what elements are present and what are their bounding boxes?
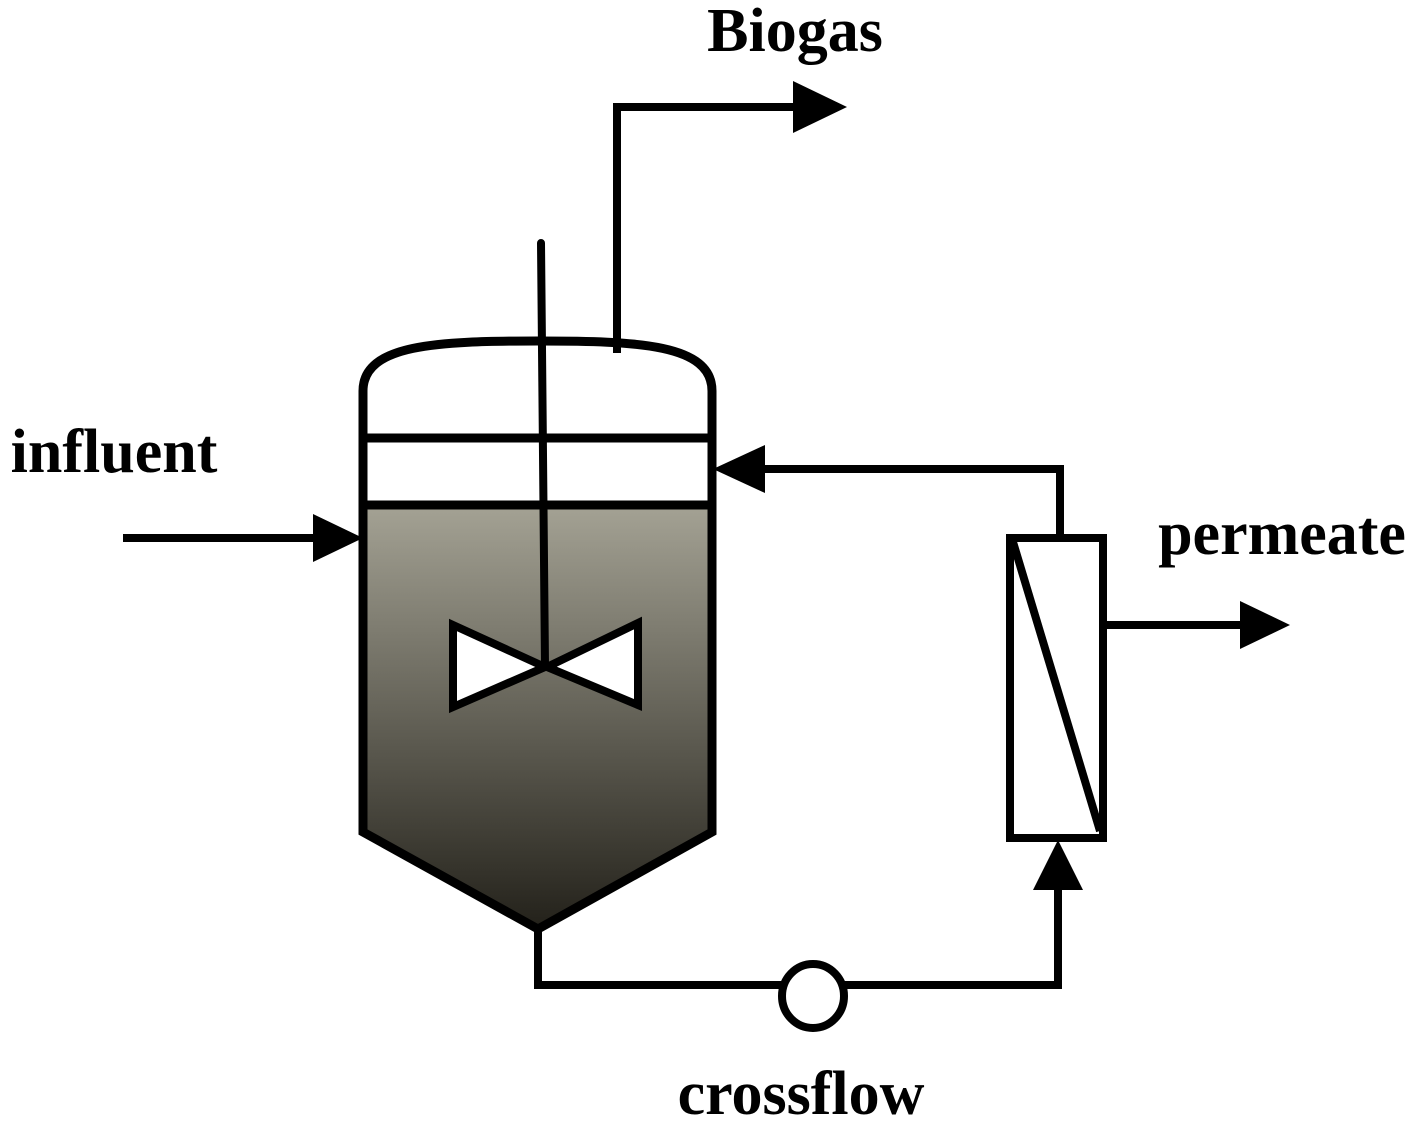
- crossflow-pump-icon: [778, 960, 848, 1032]
- diagram-labels: Biogas influent permeate crossflow: [11, 0, 1406, 1123]
- reactor-vessel-outline: [358, 336, 717, 935]
- membrane-module-icon: [1006, 534, 1107, 842]
- stirrer-impeller-icon: [449, 616, 642, 714]
- permeate-label: permeate: [1158, 500, 1406, 568]
- impeller-right-blade: [537, 616, 642, 712]
- reactor-tank: [358, 336, 717, 935]
- flow-arrowheads: [313, 81, 1290, 890]
- biogas-pipe: [613, 103, 804, 353]
- influent-arrow-icon: [313, 514, 363, 562]
- biogas-label: Biogas: [707, 0, 883, 65]
- crossflow-up-arrow-icon: [1033, 840, 1083, 890]
- return-arrow-icon: [713, 445, 765, 493]
- stirrer-shaft: [537, 239, 549, 670]
- crossflow-label: crossflow: [678, 1060, 925, 1123]
- permeate-arrow-icon: [1240, 601, 1290, 649]
- membrane-diagonal-line: [1009, 540, 1104, 833]
- biogas-arrow-icon: [793, 81, 847, 133]
- impeller-left-blade: [449, 618, 555, 714]
- retentate-return-pipe: [759, 465, 1064, 538]
- reactor-liquid-fill: [363, 505, 712, 929]
- influent-label: influent: [11, 418, 218, 486]
